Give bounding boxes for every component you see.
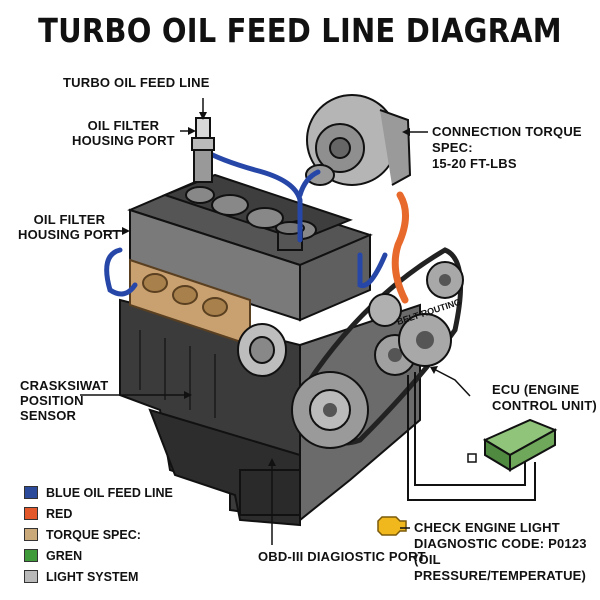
legend-item: RED — [24, 503, 173, 524]
label-ecu: ECU (ENGINE CONTROL UNIT) — [492, 382, 597, 413]
ecu-wiring — [407, 372, 536, 501]
legend-swatch — [24, 486, 38, 499]
label-turbo-feed-line: TURBO OIL FEED LINE — [63, 75, 210, 90]
label-obd-port: OBD-III DIAGIOSTIC PORT — [258, 549, 426, 564]
label-check-engine-light: CHECK ENGINE LIGHT DIAGNOSTIC CODE: P012… — [414, 520, 587, 583]
coolant-line — [391, 191, 409, 304]
legend-swatch — [24, 570, 38, 583]
belt-system — [291, 247, 464, 449]
label-connection-torque: CONNECTION TORQUE SPEC: 15-20 FT-LBS — [432, 124, 582, 171]
leader-arrows — [122, 112, 438, 466]
label-oil-filter-housing-top: OIL FILTER HOUSING PORT — [72, 118, 175, 148]
turbocharger — [305, 94, 412, 186]
legend-item: LIGHT SYSTEM — [24, 566, 173, 587]
legend-label: RED — [46, 506, 73, 521]
legend-label: BLUE OIL FEED LINE — [46, 485, 173, 500]
alternator — [237, 323, 287, 377]
cylinder-head — [127, 173, 373, 322]
check-engine-icon — [377, 516, 407, 536]
legend-label: TORQUE SPEC: — [46, 527, 141, 542]
legend-label: GREN — [46, 548, 83, 563]
legend-swatch — [24, 549, 38, 562]
label-oil-filter-housing-side: OIL FILTER HOUSING PORT — [18, 212, 121, 242]
legend-item: BLUE OIL FEED LINE — [24, 482, 173, 503]
label-crank-position-sensor: CRASKSIWAT POSITION SENSOR — [20, 378, 109, 423]
oil-filter-fitting — [191, 117, 215, 183]
legend-swatch — [24, 528, 38, 541]
legend-swatch — [24, 507, 38, 520]
legend: BLUE OIL FEED LINE RED TORQUE SPEC: GREN… — [24, 482, 173, 587]
legend-item: TORQUE SPEC: — [24, 524, 173, 545]
legend-label: LIGHT SYSTEM — [46, 569, 139, 584]
leader-lines — [80, 98, 471, 545]
page-title: TURBO OIL FEED LINE DIAGRAM — [38, 11, 562, 51]
ecu-module — [467, 418, 558, 472]
legend-item: GREN — [24, 545, 173, 566]
